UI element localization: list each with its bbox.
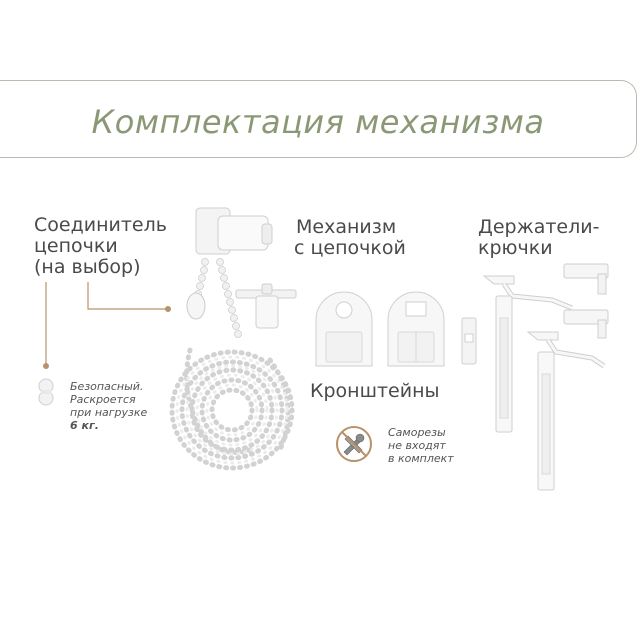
page-title: Комплектация механизма <box>91 103 545 141</box>
safety-note-line1: Безопасный. <box>70 380 144 393</box>
screws-note-line2: не входят <box>388 439 446 452</box>
hook-holders-image <box>482 263 609 491</box>
clip-part-image <box>461 317 477 365</box>
safety-note-line3: при нагрузке <box>70 406 148 419</box>
screws-note-line3: в комплект <box>388 452 454 465</box>
mechanism-label-line2: с цепочкой <box>294 237 406 259</box>
bracket-right-image <box>387 291 445 367</box>
connector-label-line3: (на выбор) <box>34 256 141 278</box>
screws-note-line1: Саморезы <box>388 426 446 439</box>
safety-note-value: 6 кг. <box>70 419 99 432</box>
no-screws-icon <box>336 426 372 462</box>
brackets-label: Кронштейны <box>310 380 440 402</box>
chain-connector-icon <box>38 378 54 406</box>
spool-part-image <box>235 283 297 329</box>
holders-label-line2: крючки <box>478 237 553 259</box>
holders-label-line1: Держатели- <box>478 216 600 238</box>
mechanism-label-line1: Механизм <box>296 216 397 238</box>
connector-label-line2: цепочки <box>34 235 118 257</box>
bracket-left-image <box>315 291 373 367</box>
connector-label-line1: Соединитель <box>34 214 167 236</box>
chain-mechanism-image <box>169 207 295 471</box>
title-banner: Комплектация механизма <box>0 80 637 158</box>
safety-note-line2: Раскроется <box>70 393 136 406</box>
